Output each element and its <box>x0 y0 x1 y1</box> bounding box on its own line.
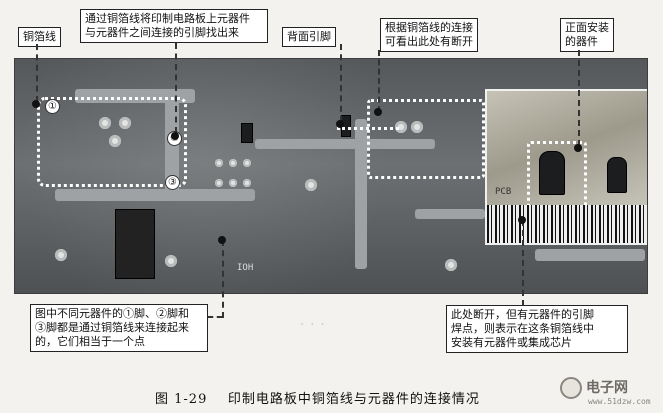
copper-trace <box>355 119 367 269</box>
solder-pad <box>243 159 251 167</box>
solder-pad <box>395 121 407 133</box>
solder-pad <box>215 159 223 167</box>
callout-line: 焊点，则表示在这条铜箔线中 <box>451 322 594 335</box>
pcb-photo: ① ② ③ IOH PCB <box>14 58 648 294</box>
solder-pad <box>215 179 223 187</box>
figure-title: 印制电路板中铜箔线与元器件的连接情况 <box>227 392 480 407</box>
callout-leader <box>378 50 380 112</box>
solder-pad <box>119 117 131 129</box>
solder-pad <box>109 135 121 147</box>
watermark-url: www.51dzw.com <box>588 397 651 406</box>
figure-number: 图 1-29 <box>155 392 208 407</box>
callout-back-pin: 背面引脚 <box>282 27 336 47</box>
callout-pointer <box>374 108 382 116</box>
highlight-connected-net <box>37 97 187 187</box>
copper-trace <box>255 139 435 149</box>
callout-line: 的器件 <box>565 35 598 48</box>
front-side-photo: PCB <box>485 89 647 245</box>
callout-leader <box>578 50 580 146</box>
callout-leader <box>175 43 177 133</box>
front-transistor <box>607 157 627 193</box>
copper-trace <box>55 189 255 201</box>
callout-leader <box>522 220 524 306</box>
callout-copper-trace: 铜箔线 <box>18 27 61 47</box>
solder-pad <box>99 117 111 129</box>
site-watermark: 电子网 www.51dzw.com <box>560 375 660 411</box>
callout-line: 此处断开，但有元器件的引脚 <box>451 308 594 321</box>
solder-pad <box>411 121 423 133</box>
solder-pad <box>229 179 237 187</box>
callout-leader <box>208 316 222 318</box>
copper-trace <box>535 249 645 261</box>
copper-trace <box>415 209 485 219</box>
pin-marker-3: ③ <box>165 175 180 190</box>
highlight-break-region <box>367 99 485 179</box>
silkscreen-label: PCB <box>495 187 512 197</box>
page-bleed-text: · · · <box>300 318 326 333</box>
solder-pad <box>445 259 457 271</box>
solder-pad <box>165 255 177 267</box>
callout-leader <box>36 44 38 102</box>
callout-pointer <box>574 144 582 152</box>
callout-leader <box>340 44 342 122</box>
callout-line: 图中不同元器件的①脚、②脚和 <box>35 307 189 320</box>
callout-line: 的，它们相当于一个点 <box>35 335 145 348</box>
callout-pointer <box>218 236 226 244</box>
callout-line: 通过铜箔线将印制电路板上元器件 <box>85 12 250 25</box>
watermark-logo-icon <box>560 377 582 399</box>
solder-pad <box>243 179 251 187</box>
callout-trace-break: 根据铜箔线的连接 可看出此处有断开 <box>380 18 478 52</box>
callout-line: 正面安装 <box>565 21 609 34</box>
pin-marker-1: ① <box>45 99 60 114</box>
callout-pointer <box>171 132 179 140</box>
callout-pointer <box>518 216 526 224</box>
heatsink-block <box>115 209 155 279</box>
callout-line: 可看出此处有断开 <box>385 35 473 48</box>
barcode-sticker <box>487 205 647 243</box>
callout-line: 安装有元器件或集成芯片 <box>451 336 572 349</box>
callout-break-pad: 此处断开，但有元器件的引脚 焊点，则表示在这条铜箔线中 安装有元器件或集成芯片 <box>446 305 628 353</box>
callout-line: 与元器件之间连接的引脚找出来 <box>85 26 239 39</box>
solder-pad <box>305 179 317 191</box>
callout-front-component: 正面安装 的器件 <box>560 18 614 52</box>
back-smd-chip <box>241 123 253 143</box>
solder-pad <box>55 249 67 261</box>
callout-line: ③脚都是通过铜箔线来连接起来 <box>35 321 189 334</box>
callout-shared-node: 图中不同元器件的①脚、②脚和 ③脚都是通过铜箔线来连接起来 的，它们相当于一个点 <box>30 304 208 352</box>
callout-pointer <box>336 120 344 128</box>
callout-find-pins: 通过铜箔线将印制电路板上元器件 与元器件之间连接的引脚找出来 <box>80 9 268 43</box>
silkscreen-label: IOH <box>237 263 254 273</box>
solder-pad <box>229 159 237 167</box>
callout-leader <box>222 240 224 318</box>
callout-line: 根据铜箔线的连接 <box>385 21 473 34</box>
watermark-name: 电子网 <box>586 380 628 396</box>
figure-caption: 图 1-29 印制电路板中铜箔线与元器件的连接情况 <box>155 388 480 407</box>
front-transistor <box>539 151 565 195</box>
callout-pointer <box>32 100 40 108</box>
